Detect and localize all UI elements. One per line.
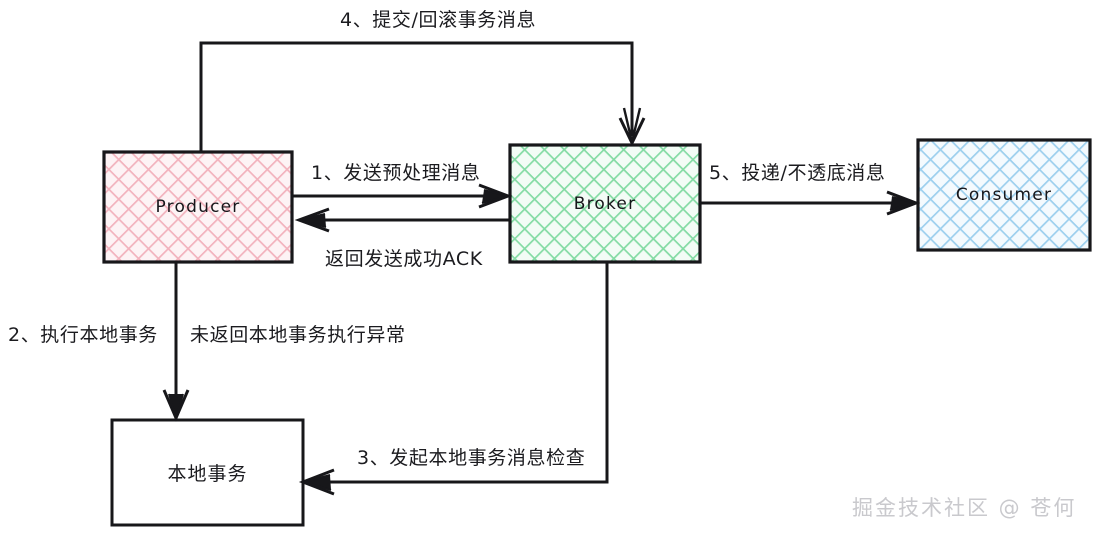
edge-commit-rollback bbox=[199, 41, 646, 152]
edge-check-local-transaction bbox=[298, 262, 609, 496]
edge-label-deliver-message: 5、投递/不透底消息 bbox=[709, 162, 886, 184]
edge-label-no-return-exception: 未返回本地事务执行异常 bbox=[190, 324, 406, 346]
edge-send-half-message bbox=[292, 183, 513, 209]
watermark: 掘金技术社区 @ 苍何 bbox=[852, 496, 1077, 520]
edge-deliver-message bbox=[700, 190, 921, 216]
edge-ack-return bbox=[294, 207, 510, 233]
edge-label-execute-local-transaction: 2、执行本地事务 bbox=[8, 324, 158, 346]
edge-label-ack-return: 返回发送成功ACK bbox=[325, 248, 483, 270]
node-producer[interactable] bbox=[102, 150, 294, 264]
node-consumer[interactable] bbox=[916, 138, 1092, 252]
edge-execute-local-transaction bbox=[162, 262, 190, 422]
edge-label-check-local-transaction: 3、发起本地事务消息检查 bbox=[357, 447, 586, 469]
node-local-transaction[interactable] bbox=[110, 418, 305, 527]
edge-label-send-half-message: 1、发送预处理消息 bbox=[311, 162, 481, 184]
edge-label-commit-rollback: 4、提交/回滚事务消息 bbox=[340, 9, 537, 31]
node-broker[interactable] bbox=[508, 143, 702, 264]
